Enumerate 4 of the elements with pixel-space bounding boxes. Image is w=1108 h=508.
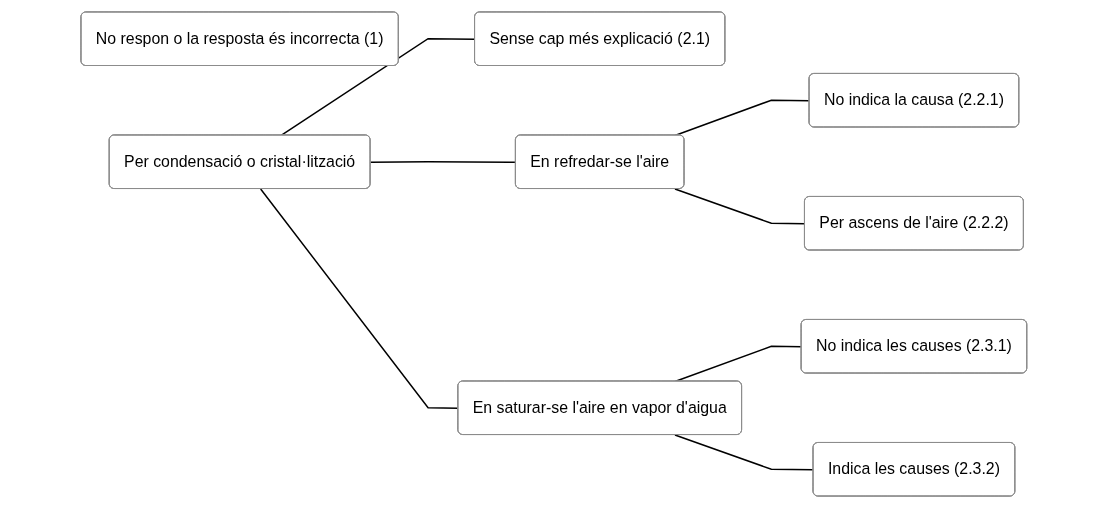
- connector: [674, 434, 815, 471]
- connector: [674, 188, 806, 225]
- connector: [370, 161, 517, 163]
- connector: [260, 188, 460, 409]
